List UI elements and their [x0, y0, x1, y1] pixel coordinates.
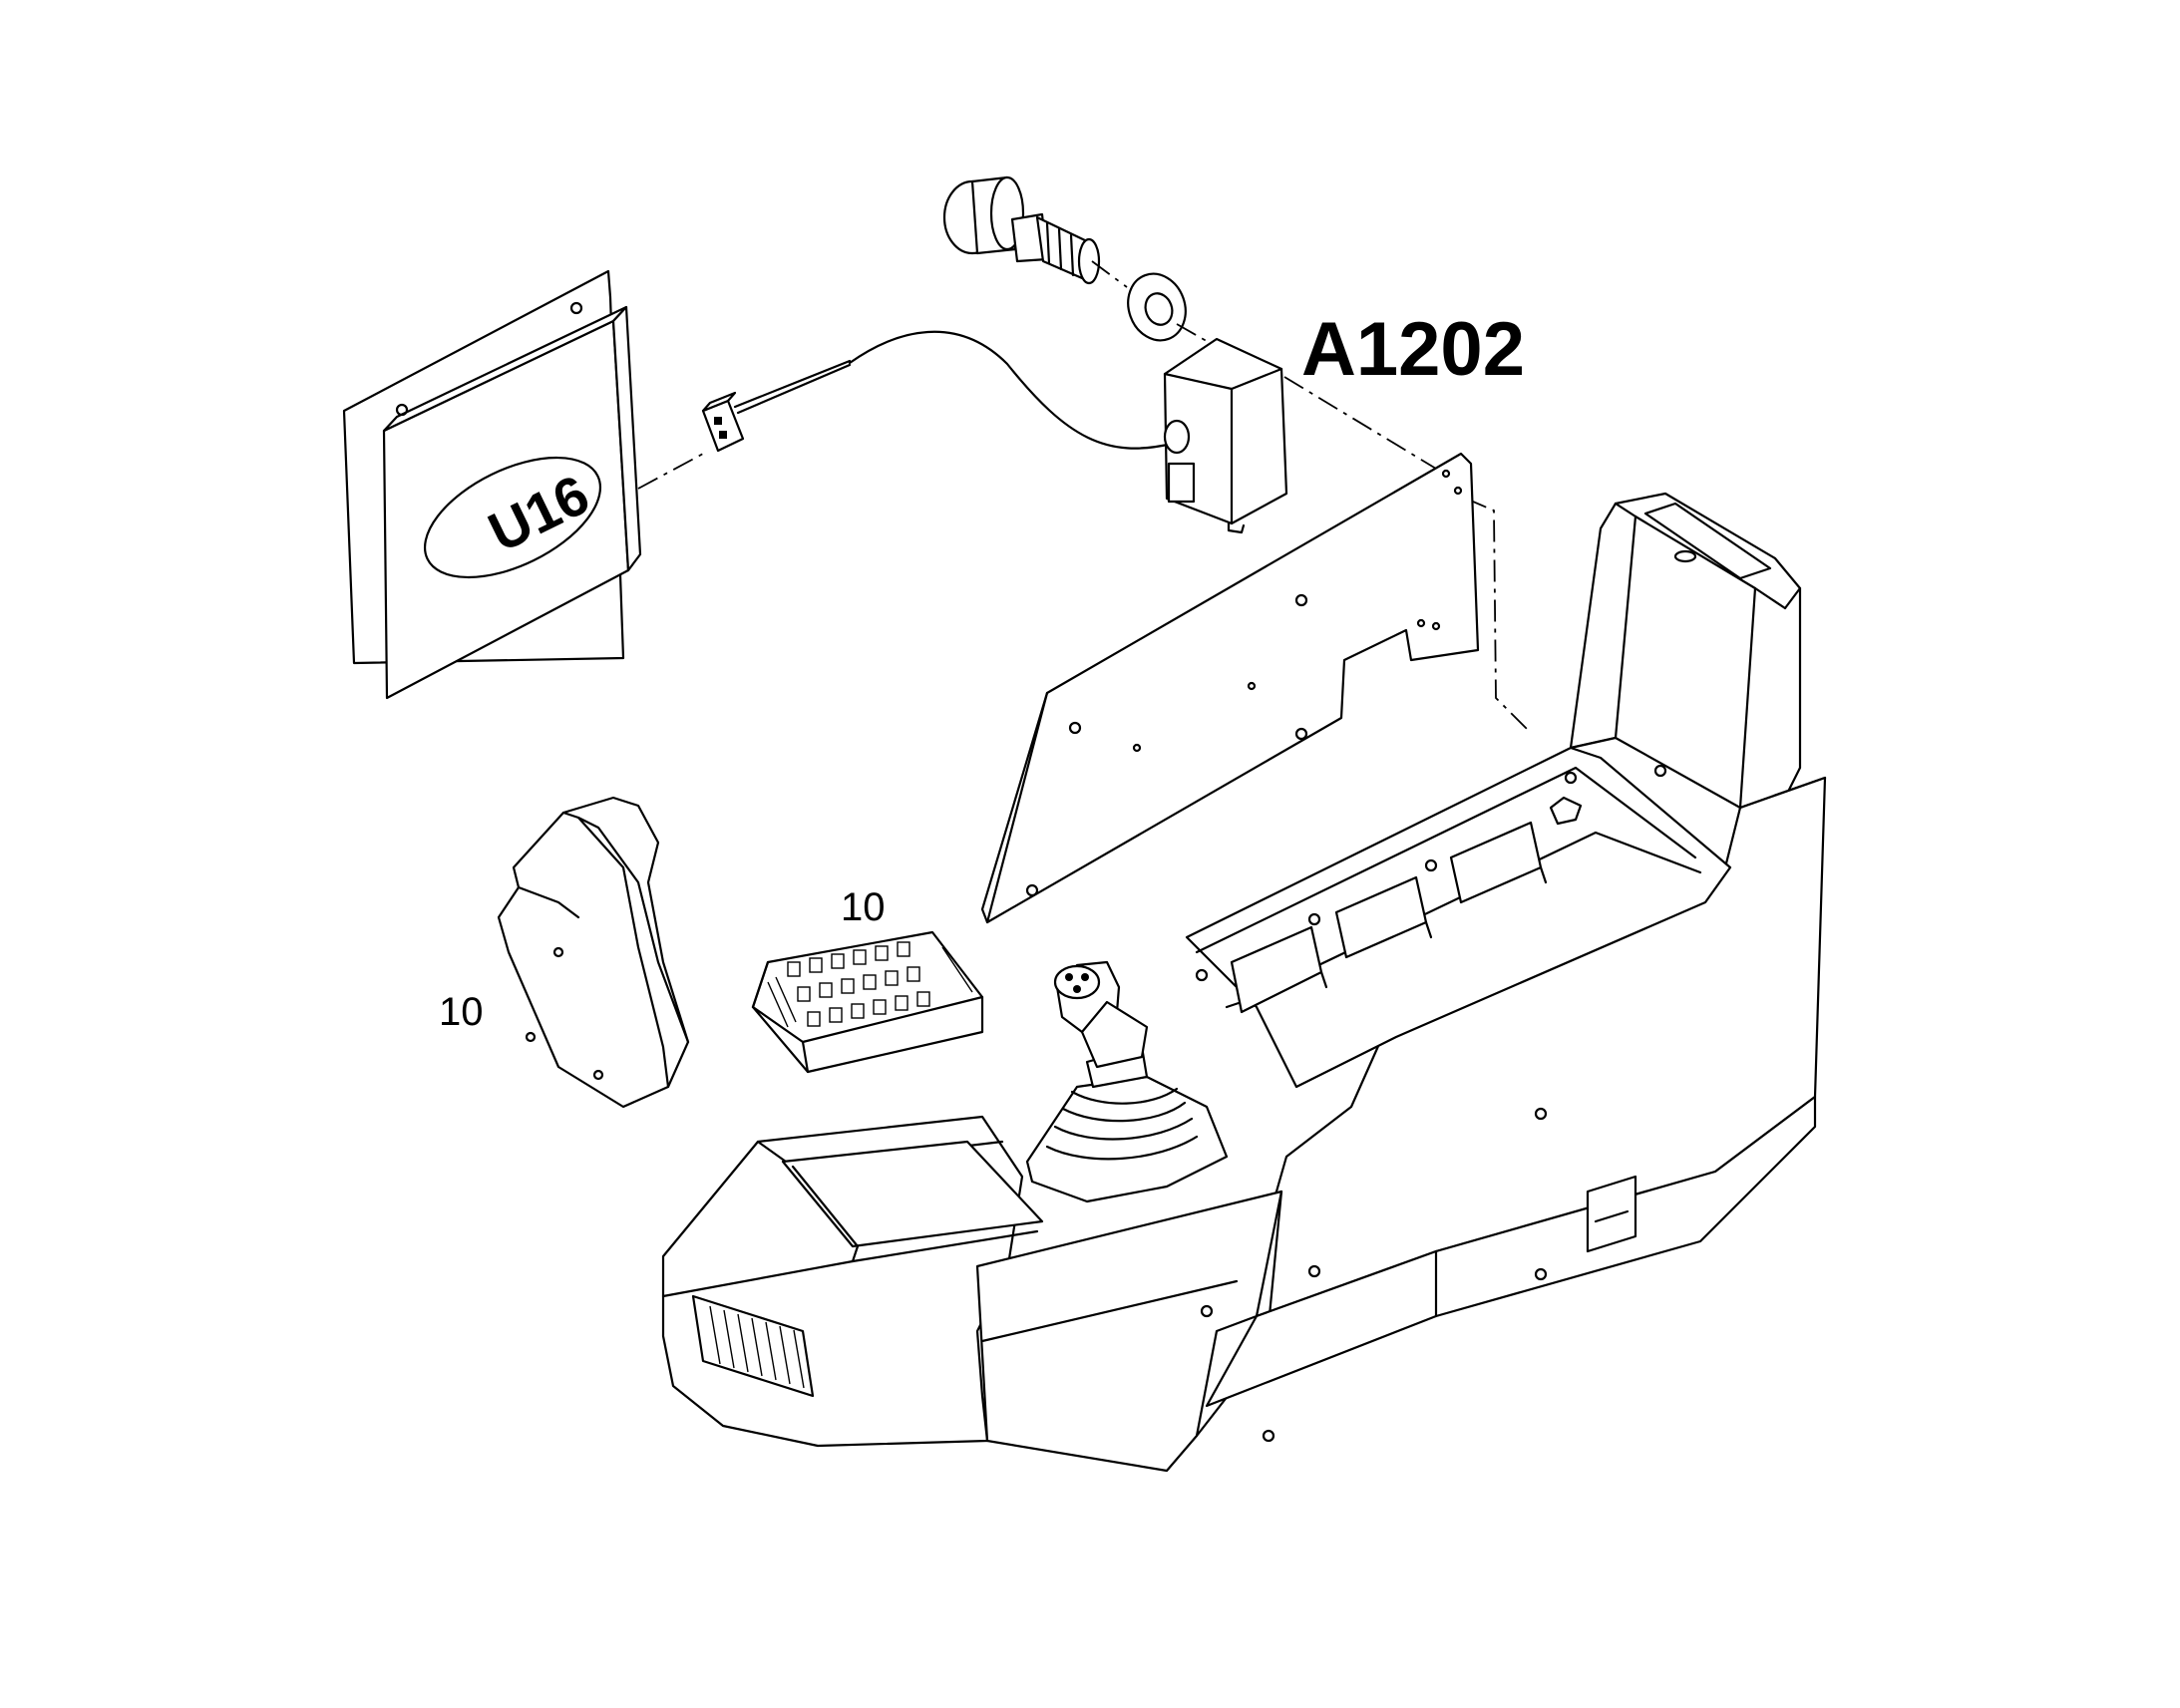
cable-connector: [701, 330, 1174, 453]
switch-block: [751, 930, 984, 1074]
assembly-label-a1202: A1202: [1301, 307, 1525, 392]
control-module-u16: U16: [342, 269, 642, 700]
mounting-panel: [980, 452, 1480, 924]
washer: [1127, 272, 1187, 342]
center-console: [661, 492, 1827, 1473]
item-number-side-cover: 10: [439, 990, 484, 1034]
item-number-switch-block: 10: [841, 885, 886, 929]
rotary-knob: [942, 175, 1101, 285]
switch-module-a1202: [1163, 337, 1288, 534]
side-cover: [497, 796, 690, 1109]
